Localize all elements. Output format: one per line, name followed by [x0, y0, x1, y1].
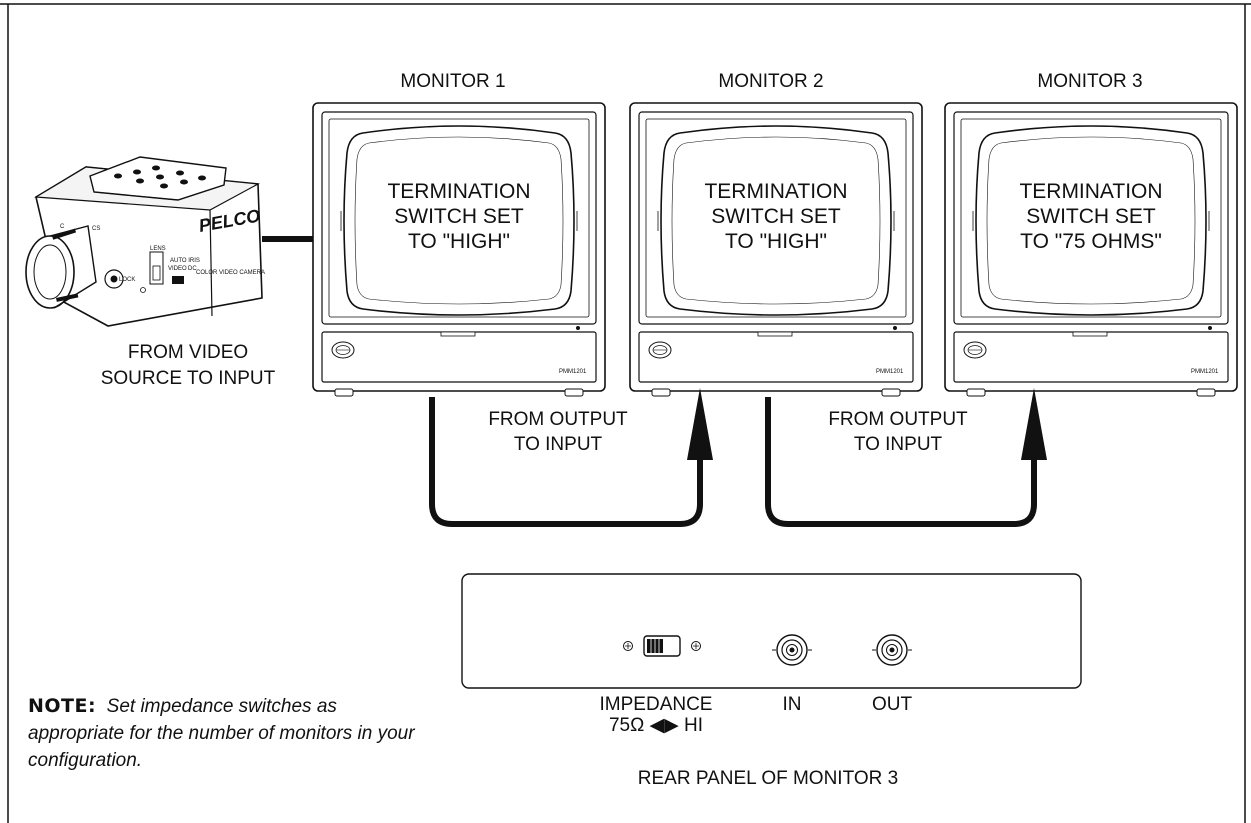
note-heading: NOTE:: [28, 695, 97, 717]
monitor-2-screen-line-1: TERMINATION: [704, 180, 847, 203]
connection-1-label-line-1: FROM OUTPUT: [488, 409, 628, 430]
cable-2-arrow-icon: [1021, 388, 1047, 460]
camera-label-color: COLOR VIDEO CAMERA: [196, 270, 265, 276]
page-frame: [0, 3, 1251, 823]
bnc-in-connector: [772, 634, 812, 666]
monitor-1-title: MONITOR 1: [400, 71, 505, 92]
camera-label-dc: DC: [188, 266, 197, 272]
impedance-label: IMPEDANCE: [600, 694, 713, 715]
connection-2-label-line-1: FROM OUTPUT: [828, 409, 968, 430]
monitor-3: TERMINATION SWITCH SET TO "75 OHMS" PMM1…: [944, 102, 1238, 397]
cable-monitor2-to-monitor3: [765, 388, 1047, 527]
camera-label-c: C: [60, 224, 65, 230]
camera-caption-line-2: SOURCE TO INPUT: [101, 368, 276, 389]
monitor-2-title: MONITOR 2: [718, 71, 823, 92]
monitor-2: TERMINATION SWITCH SET TO "HIGH" PMM1201: [629, 102, 923, 397]
rear-panel: [461, 573, 1082, 689]
monitor-2-screen-line-2: SWITCH SET: [711, 205, 841, 228]
monitor-3-title: MONITOR 3: [1037, 71, 1142, 92]
camera-label-cs: CS: [92, 226, 100, 232]
monitor-3-screen-line-2: SWITCH SET: [1026, 205, 1156, 228]
camera-label-video: VIDEO: [168, 266, 187, 272]
impedance-scale: 75Ω ◀▶ HI: [609, 715, 703, 736]
rear-panel-caption: REAR PANEL OF MONITOR 3: [638, 768, 898, 789]
connection-1-label-line-2: TO INPUT: [514, 434, 603, 455]
camera-caption-line-1: FROM VIDEO: [128, 342, 248, 363]
cable-1-arrow-icon: [687, 388, 713, 460]
monitor-2-screen-line-3: TO "HIGH": [725, 230, 827, 253]
monitor-1-model: PMM1201: [559, 369, 587, 375]
monitor-1: TERMINATION SWITCH SET TO "HIGH" PMM1201: [312, 102, 606, 397]
monitor-1-screen-line-1: TERMINATION: [387, 180, 530, 203]
camera-label-lock: LOCK: [119, 277, 135, 283]
cable-monitor1-to-monitor2: [429, 388, 713, 527]
monitor-2-model: PMM1201: [876, 369, 904, 375]
monitor-3-screen-line-1: TERMINATION: [1019, 180, 1162, 203]
bnc-out-connector: [872, 634, 912, 666]
monitor-1-screen-line-2: SWITCH SET: [394, 205, 524, 228]
note-block: NOTE: Set impedance switches as appropri…: [28, 693, 423, 774]
note-text: Set impedance switches as appropriate fo…: [28, 696, 415, 771]
camera-label-auto-iris: AUTO IRIS: [170, 258, 200, 264]
camera-label-lens: LENS: [150, 246, 166, 252]
monitor-3-model: PMM1201: [1191, 369, 1219, 375]
out-label: OUT: [872, 694, 913, 715]
video-camera: PELCO C CS LOCK LENS AUTO IRIS VIDEO DC …: [25, 156, 265, 327]
impedance-switch: [623, 635, 701, 657]
connection-2-label-line-2: TO INPUT: [854, 434, 943, 455]
monitor-3-screen-line-3: TO "75 OHMS": [1020, 230, 1162, 253]
monitor-1-screen-line-3: TO "HIGH": [408, 230, 510, 253]
in-label: IN: [783, 694, 802, 715]
